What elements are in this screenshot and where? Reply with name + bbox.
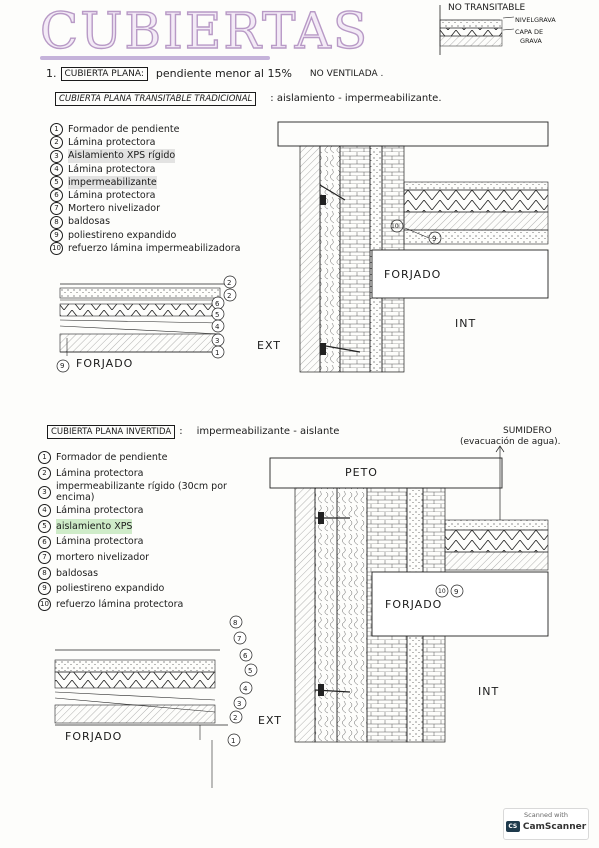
camscanner-logo-icon: CS	[505, 821, 520, 832]
camscanner-badge: Scanned with CS CamScanner	[503, 808, 589, 840]
corner-title: NO TRANSITABLE	[448, 3, 526, 13]
callout: 7	[237, 635, 242, 643]
header-num: 1.	[46, 67, 57, 80]
section1-ext-label: EXT	[257, 339, 282, 352]
callout: 6	[215, 300, 220, 308]
section2-ext-label: EXT	[258, 714, 283, 727]
sumidero-label: SUMIDERO	[503, 426, 552, 436]
section2-text: impermeabilizante - aislante	[196, 426, 340, 437]
callout: 5	[248, 667, 253, 675]
corner-label-3: GRAVA	[520, 37, 542, 45]
section1-forjado-small: FORJADO	[76, 357, 134, 370]
scanned-with-text: Scanned with	[524, 811, 568, 819]
section1-marker-10: 10	[391, 223, 399, 230]
callout: 2	[233, 714, 238, 722]
callout: 1	[215, 349, 220, 357]
section2-colon: :	[179, 426, 183, 437]
section2-forjado-small: FORJADO	[65, 730, 123, 743]
title-underline	[40, 56, 270, 60]
section2-detail	[269, 445, 549, 743]
callout: 1	[231, 737, 236, 745]
corner-label-1: NIVELGRAVA	[515, 16, 556, 24]
callout: 4	[243, 685, 248, 693]
callout: 3	[215, 337, 220, 345]
section1-forjado-big: FORJADO	[384, 268, 442, 281]
callout: 6	[243, 652, 248, 660]
corner-label-2: CAPA DE	[515, 28, 544, 36]
section2-int-label: INT	[478, 685, 500, 698]
section2-small-sketch	[54, 649, 228, 788]
peto-label: PETO	[345, 466, 378, 479]
callout: 2	[227, 292, 232, 300]
section2-header: CUBIERTA PLANA INVERTIDA : impermeabiliz…	[47, 425, 339, 439]
section2-callouts	[227, 615, 258, 747]
callout: 5	[215, 311, 220, 319]
header-text-2: : aislamiento - impermeabilizante.	[270, 93, 442, 104]
header-text-1: pendiente menor al 15%	[155, 67, 292, 80]
header-extra-1: NO VENTILADA .	[309, 69, 384, 79]
camscanner-brand: CamScanner	[522, 821, 587, 832]
corner-sketch	[439, 5, 515, 55]
section1-callouts	[56, 275, 237, 373]
section1-marker-9: 9	[432, 235, 437, 243]
section1-detail	[277, 121, 549, 373]
header-line-1: 1. CUBIERTA PLANA: pendiente menor al 15…	[46, 67, 383, 81]
callout: 4	[215, 323, 220, 331]
callout: 8	[233, 619, 238, 627]
section1-small-sketch	[59, 283, 225, 356]
page-title: CUBIERTAS	[39, 1, 370, 60]
header-boxed-2: CUBIERTA PLANA TRANSITABLE TRADICIONAL	[55, 92, 257, 106]
evacuacion-label: (evacuación de agua).	[460, 437, 561, 447]
section1-int-label: INT	[455, 317, 477, 330]
callout: 3	[237, 700, 242, 708]
header-boxed-1: CUBIERTA PLANA:	[60, 67, 148, 81]
section2-forjado-big: FORJADO	[385, 598, 443, 611]
section1-small-marker: 9	[60, 362, 65, 370]
section2-marker-9: 9	[454, 588, 459, 596]
callout: 2	[227, 279, 232, 287]
section2-marker-10: 10	[438, 588, 446, 595]
section2-boxed: CUBIERTA PLANA INVERTIDA	[47, 425, 176, 439]
header-line-2: CUBIERTA PLANA TRANSITABLE TRADICIONAL :…	[55, 92, 442, 106]
